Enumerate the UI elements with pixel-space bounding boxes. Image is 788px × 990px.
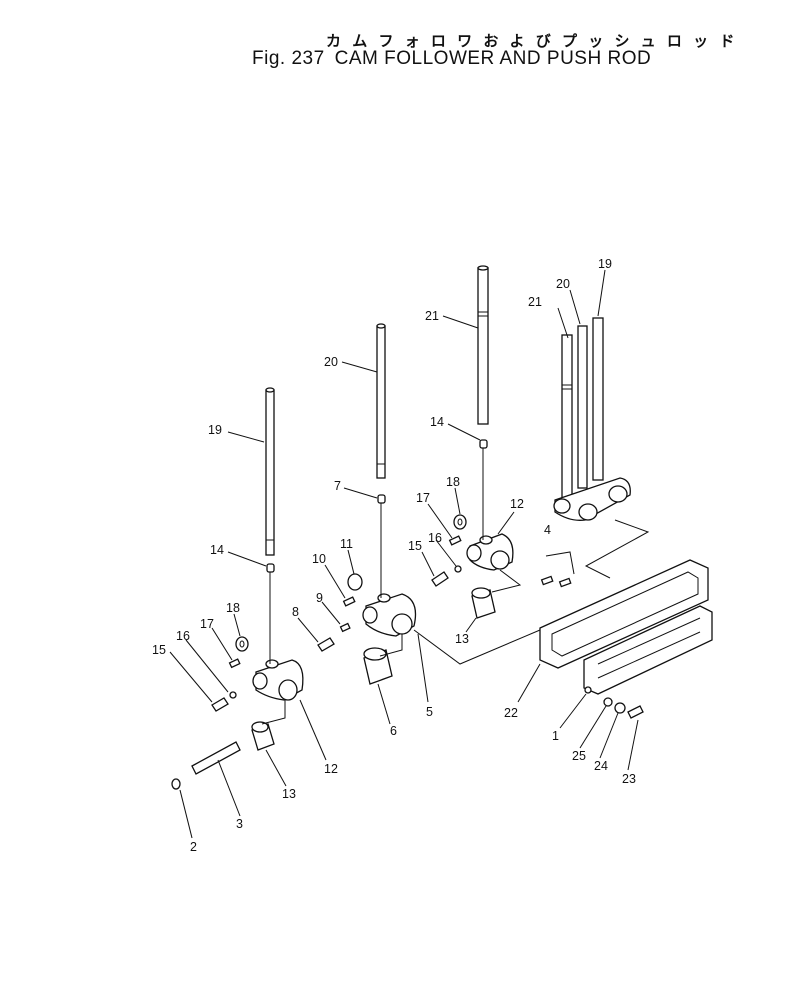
callout-8: 8 <box>292 605 299 619</box>
callout-4: 4 <box>544 523 551 537</box>
washer-icon <box>603 697 644 719</box>
callout-1: 1 <box>552 729 559 743</box>
callout-labels: 19 20 21 21 20 19 14 7 14 15 16 17 18 8 … <box>152 257 636 854</box>
callout-21: 21 <box>528 295 542 309</box>
callout-13: 13 <box>282 787 296 801</box>
cam-follower-icon <box>362 593 417 637</box>
callout-17: 17 <box>416 491 430 505</box>
title-japanese: カ ム フ ォ ロ ワ お よ び プ ッ シ ュ ロ ッ ド <box>326 32 738 50</box>
callout-7: 7 <box>334 479 341 493</box>
callout-9: 9 <box>316 591 323 605</box>
figure-caption: CAM FOLLOWER AND PUSH ROD <box>334 48 652 69</box>
cam-follower-icon <box>252 659 304 701</box>
push-rod-icon <box>477 265 489 425</box>
pin-icon <box>211 514 467 712</box>
callout-19: 19 <box>208 423 222 437</box>
callout-15: 15 <box>408 539 422 553</box>
callout-21: 21 <box>425 309 439 323</box>
callout-14: 14 <box>210 543 224 557</box>
bushing-icon <box>251 587 496 751</box>
leader-lines <box>169 269 639 839</box>
cam-follower-icon <box>466 533 514 571</box>
callout-18: 18 <box>446 475 460 489</box>
figure-number: Fig. 237 <box>252 48 325 69</box>
callout-6: 6 <box>390 724 397 738</box>
callout-17: 17 <box>200 617 214 631</box>
callout-19: 19 <box>598 257 612 271</box>
callout-2: 2 <box>190 840 197 854</box>
callout-3: 3 <box>236 817 243 831</box>
callout-22: 22 <box>504 706 518 720</box>
callout-14: 14 <box>430 415 444 429</box>
callout-25: 25 <box>572 749 586 763</box>
push-rod-icon <box>376 323 386 479</box>
assembly-lines <box>261 448 650 725</box>
push-rod-icon <box>265 387 275 556</box>
shaft-icon <box>171 741 241 790</box>
cover-plate-icon <box>539 559 713 695</box>
callout-16: 16 <box>428 531 442 545</box>
callout-10: 10 <box>312 552 326 566</box>
callout-12: 12 <box>324 762 338 776</box>
callout-20: 20 <box>324 355 338 369</box>
callout-18: 18 <box>226 601 240 615</box>
callout-13: 13 <box>455 632 469 646</box>
callout-24: 24 <box>594 759 608 773</box>
callout-16: 16 <box>176 629 190 643</box>
assembled-follower-group <box>553 317 631 521</box>
callout-20: 20 <box>556 277 570 291</box>
callout-11: 11 <box>340 537 353 551</box>
callout-12: 12 <box>510 497 524 511</box>
figure-title: Fig. 237 CAM FOLLOWER AND PUSH ROD <box>252 48 651 70</box>
bolt-icon <box>540 575 572 588</box>
callout-23: 23 <box>622 772 636 786</box>
callout-15: 15 <box>152 643 166 657</box>
callout-5: 5 <box>426 705 433 719</box>
ball-socket-icon <box>266 439 488 573</box>
